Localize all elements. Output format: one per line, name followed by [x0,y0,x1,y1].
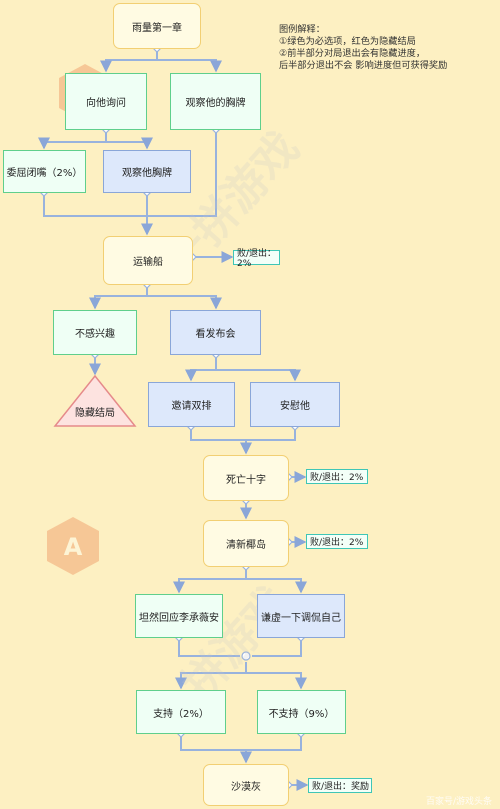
hidden-ending-triangle [53,374,137,427]
node-watch-launch: 看发布会 [170,310,261,355]
exit-label-fresh-island: 败/退出：2% [306,534,368,549]
node-dust: 沙漠灰 [203,764,289,806]
node-support: 支持（2%） [136,690,226,734]
node-start: 雨量第一章 [113,3,201,49]
legend-title: 图例解释： [279,24,325,35]
exit-label-dust: 败/退出：奖励 [308,778,372,793]
node-observe-badge: 观察他的胸牌 [170,73,261,130]
legend-line-1: ①绿色为必选项，红色为隐藏结局 [279,36,416,47]
node-death-cross: 死亡十字 [203,455,289,501]
node-hidden-ending: 隐藏结局 [75,407,115,419]
node-respond-calmly: 坦然回应李承薇安 [135,594,223,638]
node-fresh-island: 清新椰岛 [203,520,289,567]
circle-connector-icon [241,651,251,661]
legend-note: 图例解释： ①绿色为必选项，红色为隐藏结局 ②前半部分对局退出会有隐藏进度， 后… [279,24,447,72]
node-comfort-him: 安慰他 [250,382,340,427]
node-self-deprecate: 谦虚一下调侃自己 [257,594,345,638]
node-shut-up: 委屈闭嘴（2%） [3,150,86,193]
node-observe-badge-2: 观察他胸牌 [103,150,191,193]
node-not-support: 不支持（9%） [257,690,346,734]
node-transport-ship: 运输船 [103,236,193,285]
legend-line-3: 后半部分退出不会 影响进度但可获得奖励 [279,60,448,71]
exit-label-death-cross: 败/退出：2% [306,469,368,484]
node-invite-duo: 邀请双排 [148,382,235,427]
svg-text:A: A [64,533,83,561]
node-not-interested: 不感兴趣 [53,310,137,355]
footer-credit: 百家号/游戏头条 [425,797,492,807]
watermark-logo-icon: A [44,515,102,577]
exit-label-transport: 败/退出：2% [233,249,280,269]
legend-line-2: ②前半部分对局退出会有隐藏进度， [279,48,426,59]
node-ask-him: 向他询问 [65,73,147,130]
